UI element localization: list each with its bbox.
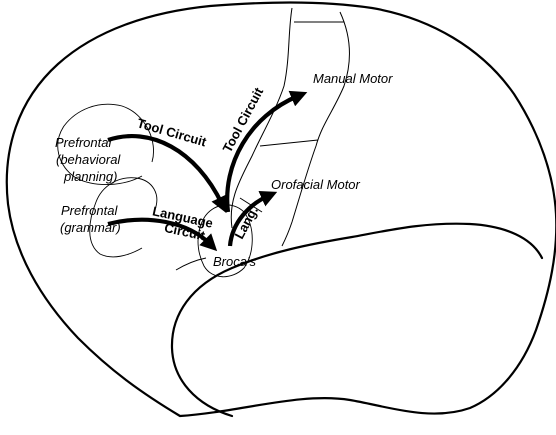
tool-circuit-label-1: Tool Circuit bbox=[135, 115, 208, 149]
prefrontal-behavioral-label-2: (behavioral bbox=[56, 152, 121, 167]
tool-circuit-arrow-1 bbox=[108, 136, 222, 204]
prefrontal-grammar-label-1: Prefrontal bbox=[61, 203, 118, 218]
brocas-label: Broca's bbox=[213, 254, 256, 269]
manual-motor-label: Manual Motor bbox=[313, 71, 393, 86]
motor-strip-posterior bbox=[282, 12, 350, 246]
orofacial-motor-label: Orofacial Motor bbox=[271, 177, 361, 192]
prefrontal-grammar-label-2: (grammar) bbox=[60, 220, 121, 235]
prefrontal-behavioral-label-3: planning) bbox=[63, 169, 118, 184]
prefrontal-behavioral-label-1: Prefrontal bbox=[55, 135, 112, 150]
temporal-lobe-outline bbox=[172, 224, 542, 416]
motor-divider-mid bbox=[260, 140, 318, 146]
